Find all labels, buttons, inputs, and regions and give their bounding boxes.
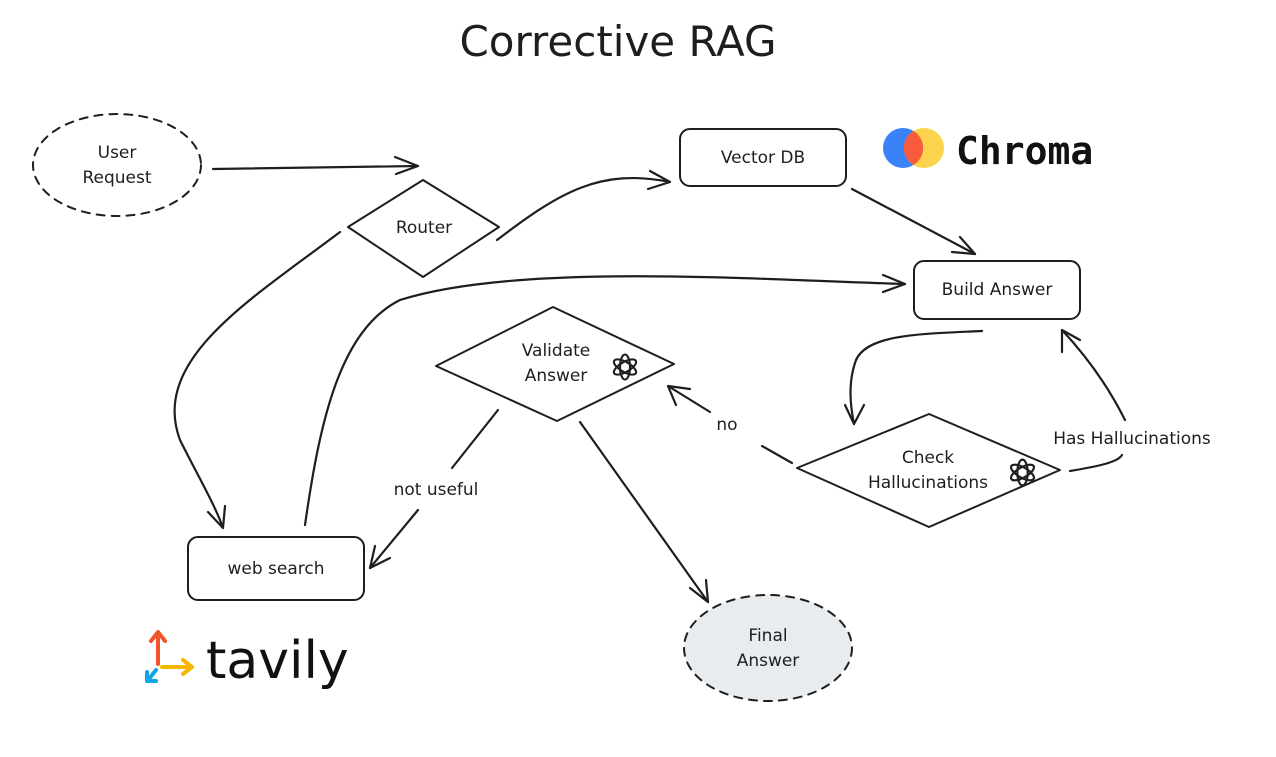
edge-label-not-useful: not useful (394, 480, 479, 500)
edge-label-no: no (716, 415, 737, 435)
edge-validate-to-final (578, 420, 710, 604)
node-user-request-line1: User (98, 143, 137, 163)
tavily-icon (145, 630, 194, 683)
node-user-request-line2: Request (82, 168, 151, 188)
node-check-hallucinations-line1: Check (902, 448, 954, 468)
node-build-answer[interactable]: Build Answer (913, 260, 1081, 320)
chroma-logo: Chroma (883, 128, 1093, 173)
openai-icon (610, 353, 640, 381)
tavily-wordmark: tavily (206, 631, 349, 691)
node-final-answer-line1: Final (748, 626, 787, 646)
node-router-label: Router (396, 218, 452, 238)
node-router[interactable]: Router (347, 179, 500, 278)
edge-build-to-check (843, 329, 984, 426)
edge-user-to-router (211, 155, 420, 176)
node-web-search-label: web search (227, 559, 324, 579)
node-final-answer-line2: Answer (737, 651, 800, 671)
diagram-title: Corrective RAG (459, 17, 776, 66)
node-vector-db-label: Vector DB (721, 148, 805, 168)
edge-router-to-vectordb (495, 169, 672, 242)
edge-label-has-hallucinations: Has Hallucinations (1053, 429, 1211, 449)
edge-validate-to-websearch (368, 408, 500, 570)
node-vector-db[interactable]: Vector DB (679, 128, 847, 187)
node-user-request[interactable]: User Request (32, 113, 202, 217)
node-validate-answer-line2: Answer (525, 366, 588, 386)
edges (173, 155, 1127, 604)
edge-vectordb-to-build (850, 187, 977, 256)
edge-router-to-websearch (173, 230, 342, 530)
node-final-answer[interactable]: Final Answer (683, 594, 853, 702)
node-validate-answer[interactable]: Validate Answer (435, 306, 675, 422)
node-validate-answer-line1: Validate (522, 341, 591, 361)
edge-websearch-to-build (303, 273, 907, 527)
node-check-hallucinations-line2: Hallucinations (868, 473, 988, 493)
chroma-wordmark: Chroma (956, 129, 1093, 173)
node-check-hallucinations[interactable]: Check Hallucinations (796, 413, 1061, 528)
chroma-icon (883, 128, 944, 168)
edge-check-to-validate (666, 384, 794, 465)
node-build-answer-label: Build Answer (942, 280, 1053, 300)
tavily-logo: tavily (145, 630, 349, 691)
node-web-search[interactable]: web search (187, 536, 365, 601)
edge-check-to-build (1060, 328, 1127, 473)
